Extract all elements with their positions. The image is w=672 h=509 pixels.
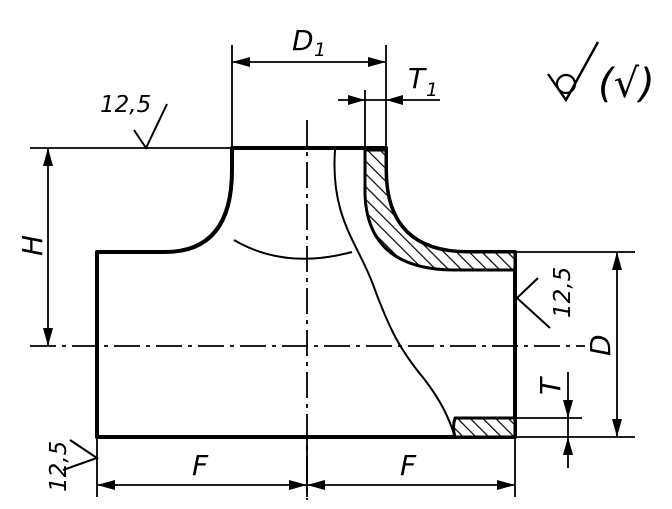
label-f-left: F — [192, 449, 209, 482]
label-d1-subscript: 1 — [314, 39, 326, 61]
roughness-value-bottom-left: 12,5 — [46, 441, 72, 492]
roughness-value-right: 12,5 — [550, 267, 576, 318]
arrowhead — [348, 95, 365, 105]
label-f-right: F — [400, 449, 417, 482]
roughness-symbol-bottom-left — [62, 439, 100, 471]
arrowhead — [386, 95, 403, 105]
roughness-symbol-top — [133, 103, 168, 151]
tee-body-outline — [95, 146, 517, 439]
general-roughness-symbol: (√) — [547, 41, 655, 107]
arrowhead — [497, 480, 515, 490]
label-d: D — [584, 334, 617, 356]
roughness-general-text: (√) — [598, 61, 655, 107]
section-break-line — [333, 149, 456, 438]
roughness-check-icon — [547, 41, 600, 103]
label-t1-subscript: 1 — [426, 79, 438, 101]
arrowhead — [289, 480, 307, 490]
arrowhead — [43, 328, 53, 346]
arrowhead — [612, 252, 622, 270]
intersection-curve — [233, 239, 353, 260]
arrowhead — [43, 148, 53, 166]
roughness-symbol-right — [515, 277, 551, 329]
arrowhead — [563, 400, 573, 418]
roughness-value-top: 12,5 — [100, 92, 151, 118]
arrowhead — [368, 57, 386, 67]
label-h: H — [16, 235, 49, 256]
label-t: T — [534, 376, 567, 395]
hatched-branch-wall — [363, 148, 517, 272]
arrowhead — [232, 57, 250, 67]
arrowhead — [307, 480, 325, 490]
hatched-run-wall — [452, 416, 517, 439]
label-d1: D — [292, 24, 314, 57]
arrowhead — [612, 419, 622, 437]
arrowhead — [97, 480, 115, 490]
arrowhead — [563, 437, 573, 455]
label-t1: T — [408, 62, 427, 95]
